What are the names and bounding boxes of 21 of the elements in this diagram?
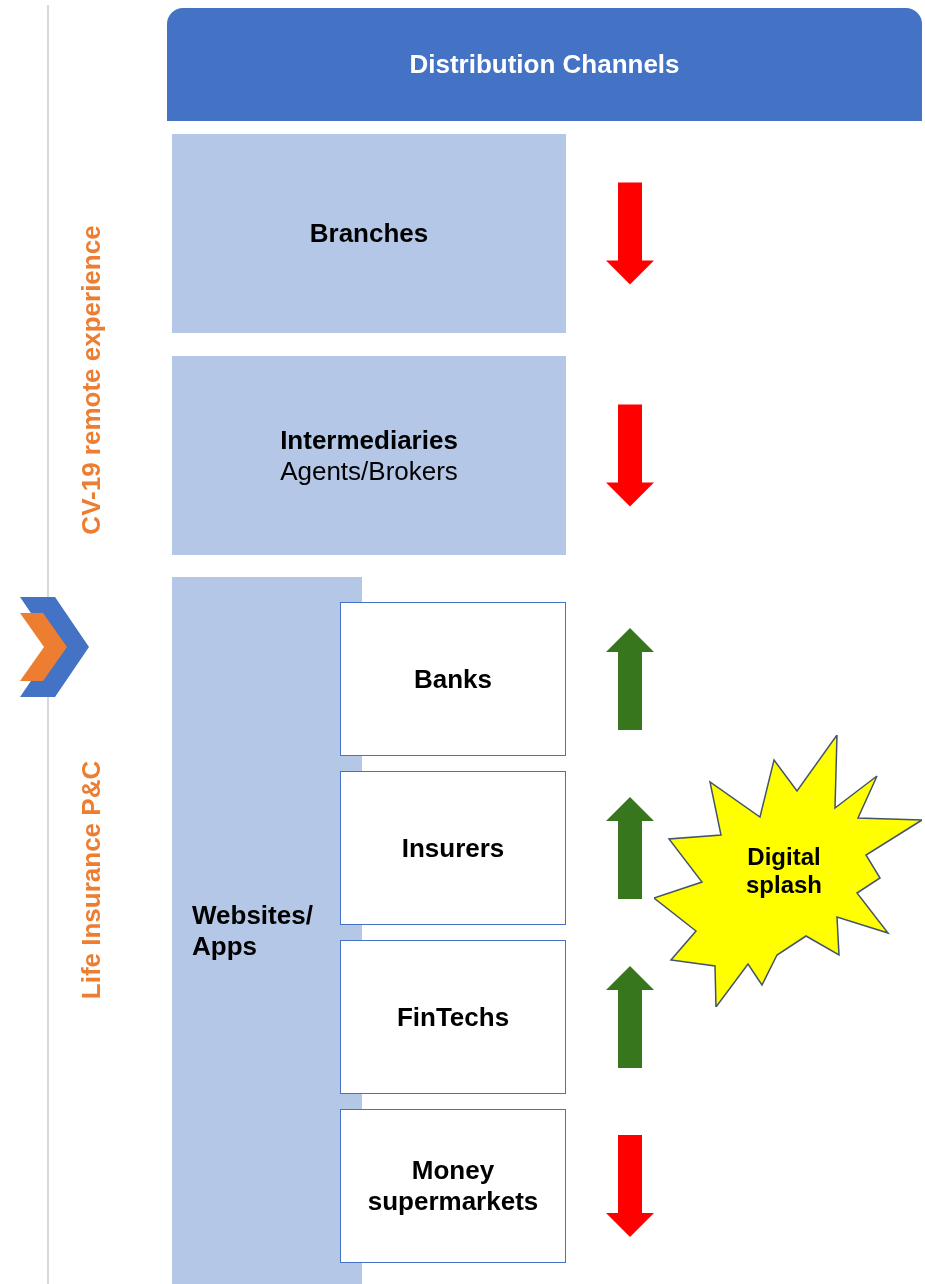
channel-box — [340, 940, 566, 1094]
channel-box — [172, 577, 362, 1284]
channel-name: Insurers — [401, 832, 505, 864]
starburst — [654, 735, 922, 1007]
channel-box — [340, 602, 566, 756]
starburst-text: Digital splash — [745, 843, 823, 899]
channel-box — [340, 1109, 566, 1263]
channel-name: FinTechs — [396, 1001, 510, 1033]
side-label: Life Insurance P&C — [75, 760, 107, 1000]
channel-box — [172, 356, 566, 555]
channel-name: Branches — [309, 218, 429, 249]
channel-name: Intermediaries — [280, 424, 458, 456]
channel-subtitle: Agents/Brokers — [280, 455, 458, 487]
channel-name: Banks — [413, 663, 492, 695]
channel-name: Money supermarkets — [366, 1155, 540, 1217]
header-title: Distribution Channels — [409, 49, 680, 80]
side-label: CV-19 remote experience — [75, 225, 107, 535]
channel-name: Websites/ Apps — [192, 899, 314, 962]
channel-box — [340, 771, 566, 925]
channel-box — [172, 134, 566, 333]
header-band — [167, 8, 922, 121]
